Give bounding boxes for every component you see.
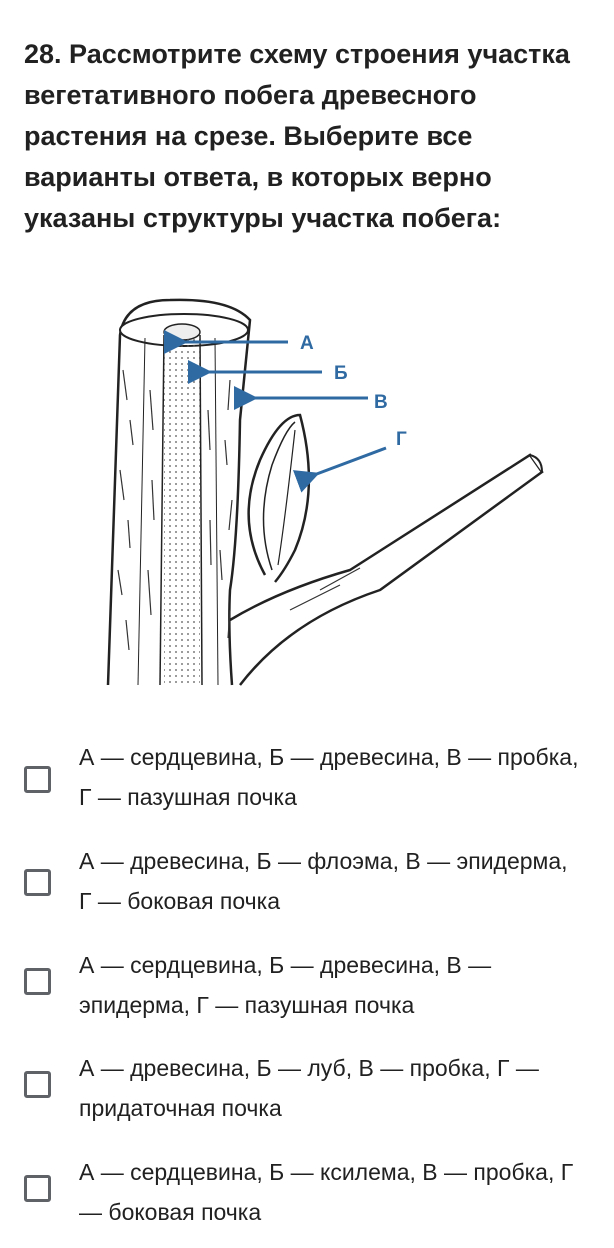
option-4-label: А — древесина, Б — луб, В — пробка, Г — …: [79, 1055, 539, 1121]
answer-option-2[interactable]: А — древесина, Б — флоэма, В — эпидерма,…: [0, 841, 614, 937]
checkbox-option-1[interactable]: [24, 766, 51, 793]
option-1-label: А — сердцевина, Б — древесина, В — пробк…: [79, 744, 579, 810]
label-a: А: [300, 333, 314, 354]
checkbox-option-5[interactable]: [24, 1175, 51, 1202]
option-5-label: А — сердцевина, Б — ксилема, В — пробка,…: [79, 1159, 574, 1225]
axillary-bud: [247, 413, 311, 583]
option-3-label: А — сердцевина, Б — древесина, В — эпиде…: [79, 952, 492, 1018]
bark-texture: [117, 369, 361, 651]
checkbox-option-3[interactable]: [24, 968, 51, 995]
label-b: Б: [334, 363, 348, 384]
stem-outline: [106, 298, 252, 686]
shoot-diagram: А Б В Г: [106, 298, 544, 686]
question-text: 28. Рассмотрите схему строения участка в…: [24, 39, 570, 233]
answer-option-4[interactable]: А — древесина, Б — луб, В — пробка, Г — …: [0, 1048, 614, 1144]
label-g: Г: [396, 429, 407, 450]
checkbox-option-4[interactable]: [24, 1071, 51, 1098]
answer-option-3[interactable]: А — сердцевина, Б — древесина, В — эпиде…: [0, 945, 614, 1041]
option-2-label: А — древесина, Б — флоэма, В — эпидерма,…: [79, 848, 568, 914]
arrow-g: [292, 446, 387, 493]
label-v: В: [374, 392, 388, 413]
pith-column: [164, 335, 200, 685]
answer-option-5[interactable]: А — сердцевина, Б — ксилема, В — пробка,…: [0, 1152, 614, 1248]
checkbox-option-2[interactable]: [24, 869, 51, 896]
answer-option-1[interactable]: А — сердцевина, Б — древесина, В — пробк…: [0, 737, 614, 833]
branch-outline: [229, 453, 544, 686]
